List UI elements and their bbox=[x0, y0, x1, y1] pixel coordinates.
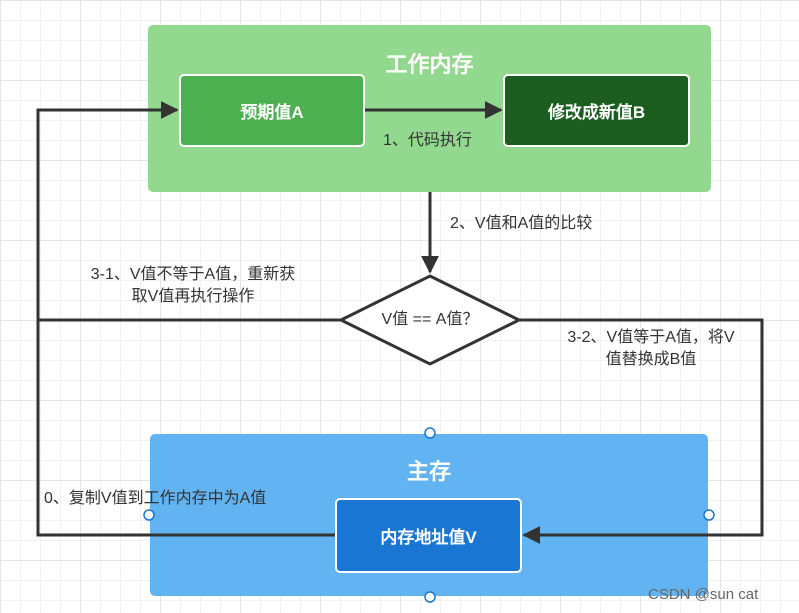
work-memory-title: 工作内存 bbox=[385, 52, 474, 77]
new-value-b-label: 修改成新值B bbox=[547, 103, 646, 122]
memory-address-v-label: 内存地址值V bbox=[380, 528, 477, 547]
equal-label-line-2: 值替换成B值 bbox=[605, 351, 697, 368]
execute-edge-label: 1、代码执行 bbox=[383, 132, 472, 149]
not-equal-label-line-1: 3-1、V值不等于A值，重新获 bbox=[90, 266, 296, 283]
new-value-b-box[interactable]: 修改成新值B bbox=[503, 74, 690, 147]
compare-edge-label: 2、V值和A值的比较 bbox=[450, 215, 593, 232]
compare-diamond-label: V值 == A值？ bbox=[381, 311, 479, 328]
memory-address-v-box[interactable]: 内存地址值V bbox=[335, 498, 522, 573]
edge-copy bbox=[36, 320, 335, 537]
expected-value-a-box[interactable]: 预期值A bbox=[179, 74, 365, 147]
not-equal-edge-label: 3-1、V值不等于A值，重新获 取V值再执行操作 bbox=[40, 264, 346, 308]
watermark: CSDN @sun cat bbox=[648, 586, 759, 603]
edge-swap bbox=[519, 318, 764, 544]
selection-handle-left bbox=[143, 509, 155, 521]
selection-handle-right bbox=[703, 509, 715, 521]
compare-diamond bbox=[337, 274, 523, 366]
equal-label-line-1: 3-2、V值等于A值，将V bbox=[567, 329, 735, 346]
copy-edge-label: 0、复制V值到工作内存中为A值 bbox=[44, 490, 267, 507]
main-memory-title: 主存 bbox=[406, 459, 451, 484]
selection-handle-bottom bbox=[424, 591, 436, 603]
expected-value-a-label: 预期值A bbox=[240, 103, 304, 122]
not-equal-label-line-2: 取V值再执行操作 bbox=[131, 288, 255, 305]
equal-edge-label: 3-2、V值等于A值，将V 值替换成B值 bbox=[536, 327, 766, 371]
edge-retry bbox=[36, 101, 341, 322]
selection-handle-top bbox=[424, 427, 436, 439]
